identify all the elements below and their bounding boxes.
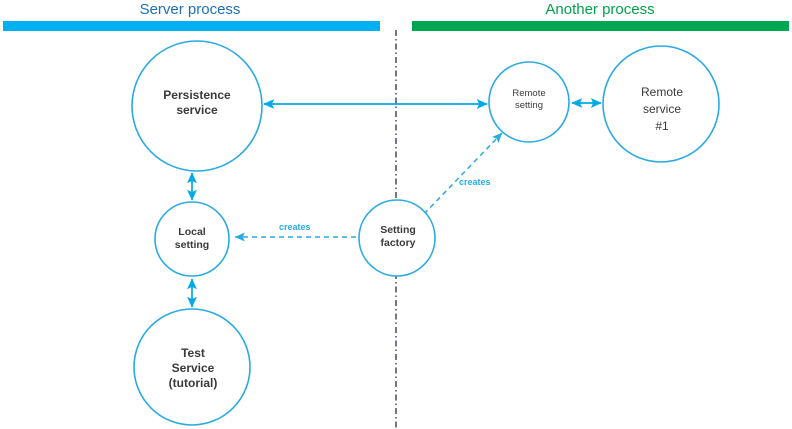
node-test-service[interactable] (133, 308, 251, 426)
node-remote-setting[interactable] (488, 61, 570, 143)
edge-factory-creates-remote-setting (423, 132, 503, 215)
lane-bar-server-process (3, 21, 380, 31)
node-persistence-service[interactable] (131, 40, 263, 172)
lane-bar-another-process (412, 21, 789, 31)
node-setting-factory[interactable] (358, 199, 436, 277)
node-remote-service-1[interactable] (602, 45, 720, 163)
lane-title-server-process: Server process (139, 1, 241, 18)
lane-title-another-process: Another process (545, 1, 655, 18)
node-local-setting[interactable] (154, 201, 230, 277)
